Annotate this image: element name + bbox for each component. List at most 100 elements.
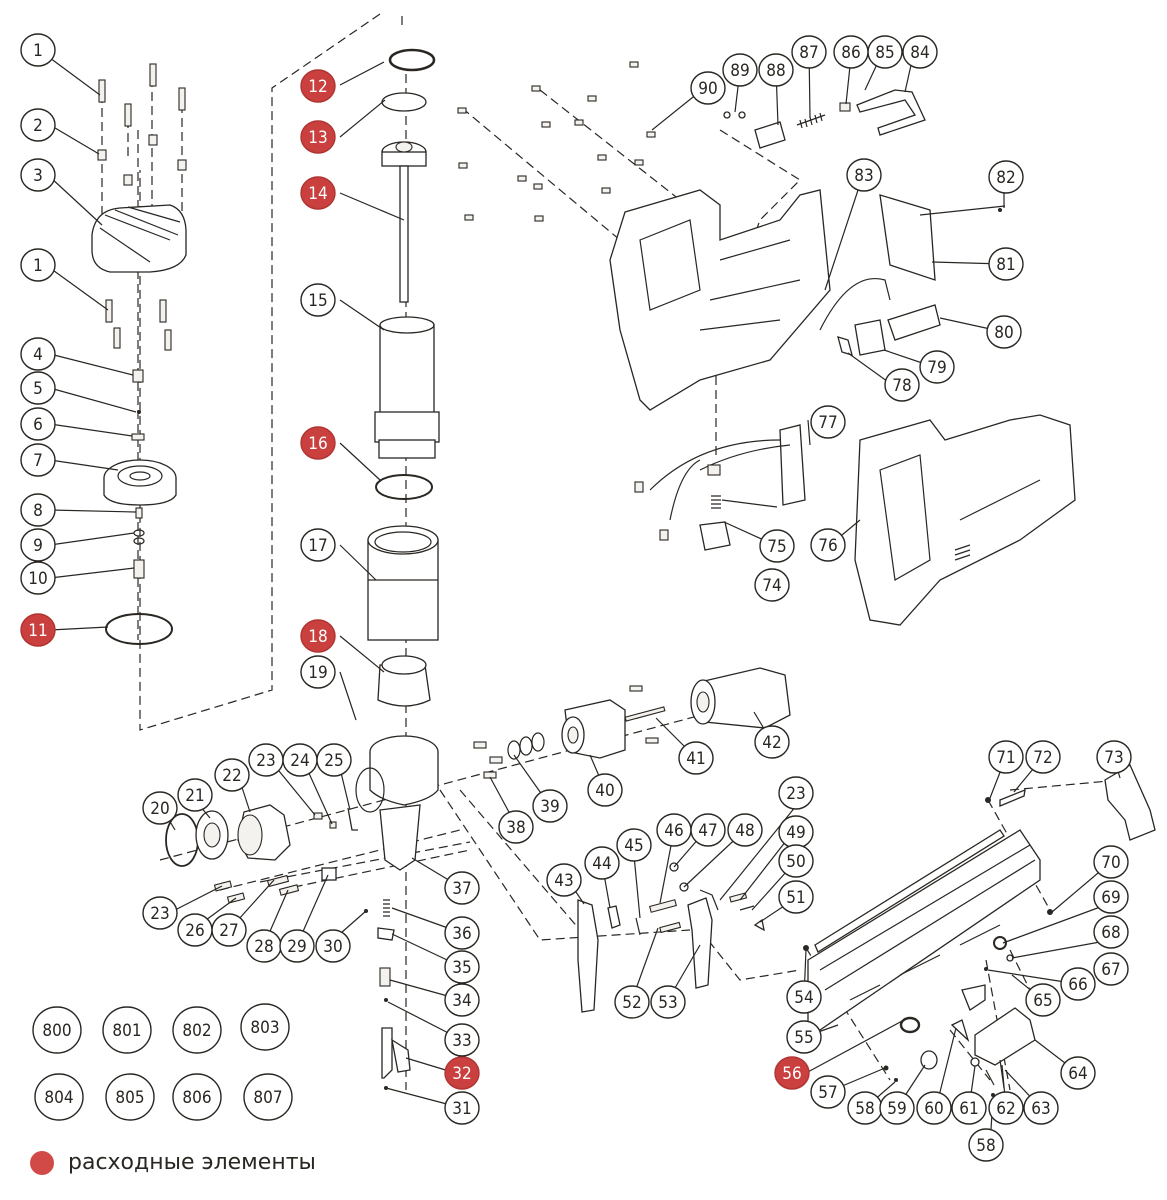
callout-number: 30 xyxy=(323,937,342,957)
callout-28: 28 xyxy=(246,929,282,963)
callout-13-consumable: 13 xyxy=(300,120,336,154)
callout-circle xyxy=(587,773,623,807)
callout-circle xyxy=(650,985,686,1019)
callout-number: 71 xyxy=(996,748,1015,768)
callout-circle xyxy=(20,108,56,142)
callout-number: 38 xyxy=(506,818,525,838)
callout-number: 45 xyxy=(624,836,643,856)
callout-circle xyxy=(315,929,351,963)
callout-number: 68 xyxy=(1101,923,1120,943)
callout-31: 31 xyxy=(444,1091,480,1125)
callout-87: 87 xyxy=(791,35,827,69)
callout-49: 49 xyxy=(778,815,814,849)
callout-number: 28 xyxy=(254,937,273,957)
callout-circle xyxy=(758,53,794,87)
callout-number: 34 xyxy=(452,991,471,1011)
callout-circle xyxy=(1093,915,1129,949)
callout-47: 47 xyxy=(690,813,726,847)
callout-circle xyxy=(988,247,1024,281)
callout-circle xyxy=(300,619,336,653)
callout-number: 29 xyxy=(287,937,306,957)
callout-circle xyxy=(778,776,814,810)
callout-circle xyxy=(20,158,56,192)
callout-807: 807 xyxy=(243,1073,293,1121)
callout-90: 90 xyxy=(690,71,726,105)
callout-number: 18 xyxy=(308,627,327,647)
callout-number: 1 xyxy=(33,256,43,276)
callout-circle xyxy=(172,1006,222,1054)
callout-number: 50 xyxy=(786,852,805,872)
callout-circle xyxy=(300,528,336,562)
callout-89: 89 xyxy=(722,53,758,87)
callout-number: 15 xyxy=(308,291,327,311)
callout-804: 804 xyxy=(34,1073,84,1121)
callout-circle xyxy=(32,1006,82,1054)
callout-circle xyxy=(690,71,726,105)
callout-12-consumable: 12 xyxy=(300,69,336,103)
callout-circle xyxy=(444,916,480,950)
callout-circle xyxy=(20,371,56,405)
callout-number: 23 xyxy=(256,751,275,771)
callout-circle xyxy=(300,176,336,210)
callout-number: 9 xyxy=(33,536,43,556)
callout-3: 3 xyxy=(20,158,56,192)
callout-39: 39 xyxy=(532,789,568,823)
callout-number: 84 xyxy=(910,43,929,63)
callout-circle xyxy=(884,368,920,402)
callout-number: 3 xyxy=(33,166,43,186)
callout-number: 88 xyxy=(766,61,785,81)
callout-number: 37 xyxy=(452,879,471,899)
callout-number: 70 xyxy=(1101,853,1120,873)
callout-7: 7 xyxy=(20,443,56,477)
callout-44: 44 xyxy=(584,846,620,880)
callout-82: 82 xyxy=(988,160,1024,194)
callout-58: 58 xyxy=(847,1091,883,1125)
callout-number: 61 xyxy=(959,1099,978,1119)
callout-circle xyxy=(20,443,56,477)
callout-805: 805 xyxy=(105,1073,155,1121)
callout-59: 59 xyxy=(879,1091,915,1125)
callout-circle xyxy=(300,283,336,317)
callout-circle xyxy=(444,1056,480,1090)
callout-801: 801 xyxy=(102,1006,152,1054)
callout-8: 8 xyxy=(20,493,56,527)
callout-30: 30 xyxy=(315,929,351,963)
callout-number: 81 xyxy=(996,255,1015,275)
callout-circle xyxy=(846,158,882,192)
callout-number: 56 xyxy=(782,1064,801,1084)
callout-number: 41 xyxy=(686,749,705,769)
callout-circle xyxy=(1023,1091,1059,1125)
callout-number: 6 xyxy=(33,415,43,435)
callout-29: 29 xyxy=(279,929,315,963)
callout-19: 19 xyxy=(300,655,336,689)
callout-85: 85 xyxy=(867,35,903,69)
callout-circle xyxy=(177,778,213,812)
callout-circle xyxy=(20,561,56,595)
callout-circle xyxy=(988,740,1024,774)
callout-circle xyxy=(810,528,846,562)
callout-48: 48 xyxy=(727,813,763,847)
callout-circle xyxy=(20,613,56,647)
callout-circle xyxy=(211,913,247,947)
callout-circle xyxy=(444,950,480,984)
callout-circle xyxy=(1093,845,1129,879)
legend-text: расходные элементы xyxy=(68,1150,316,1175)
callout-circle xyxy=(951,1091,987,1125)
callout-circle xyxy=(172,1073,222,1121)
callout-circle xyxy=(919,350,955,384)
callout-23: 23 xyxy=(142,896,178,930)
callout-number: 2 xyxy=(33,116,43,136)
callout-72: 72 xyxy=(1025,740,1061,774)
callout-number: 53 xyxy=(658,993,677,1013)
callout-10: 10 xyxy=(20,561,56,595)
callout-56-consumable: 56 xyxy=(774,1056,810,1090)
callout-81: 81 xyxy=(988,247,1024,281)
callout-70: 70 xyxy=(1093,845,1129,879)
callout-50: 50 xyxy=(778,844,814,878)
callout-number: 82 xyxy=(996,168,1015,188)
callout-circle xyxy=(240,1003,290,1051)
callout-33: 33 xyxy=(444,1023,480,1057)
callout-circle xyxy=(498,810,534,844)
callout-46: 46 xyxy=(656,813,692,847)
callout-number: 85 xyxy=(875,43,894,63)
